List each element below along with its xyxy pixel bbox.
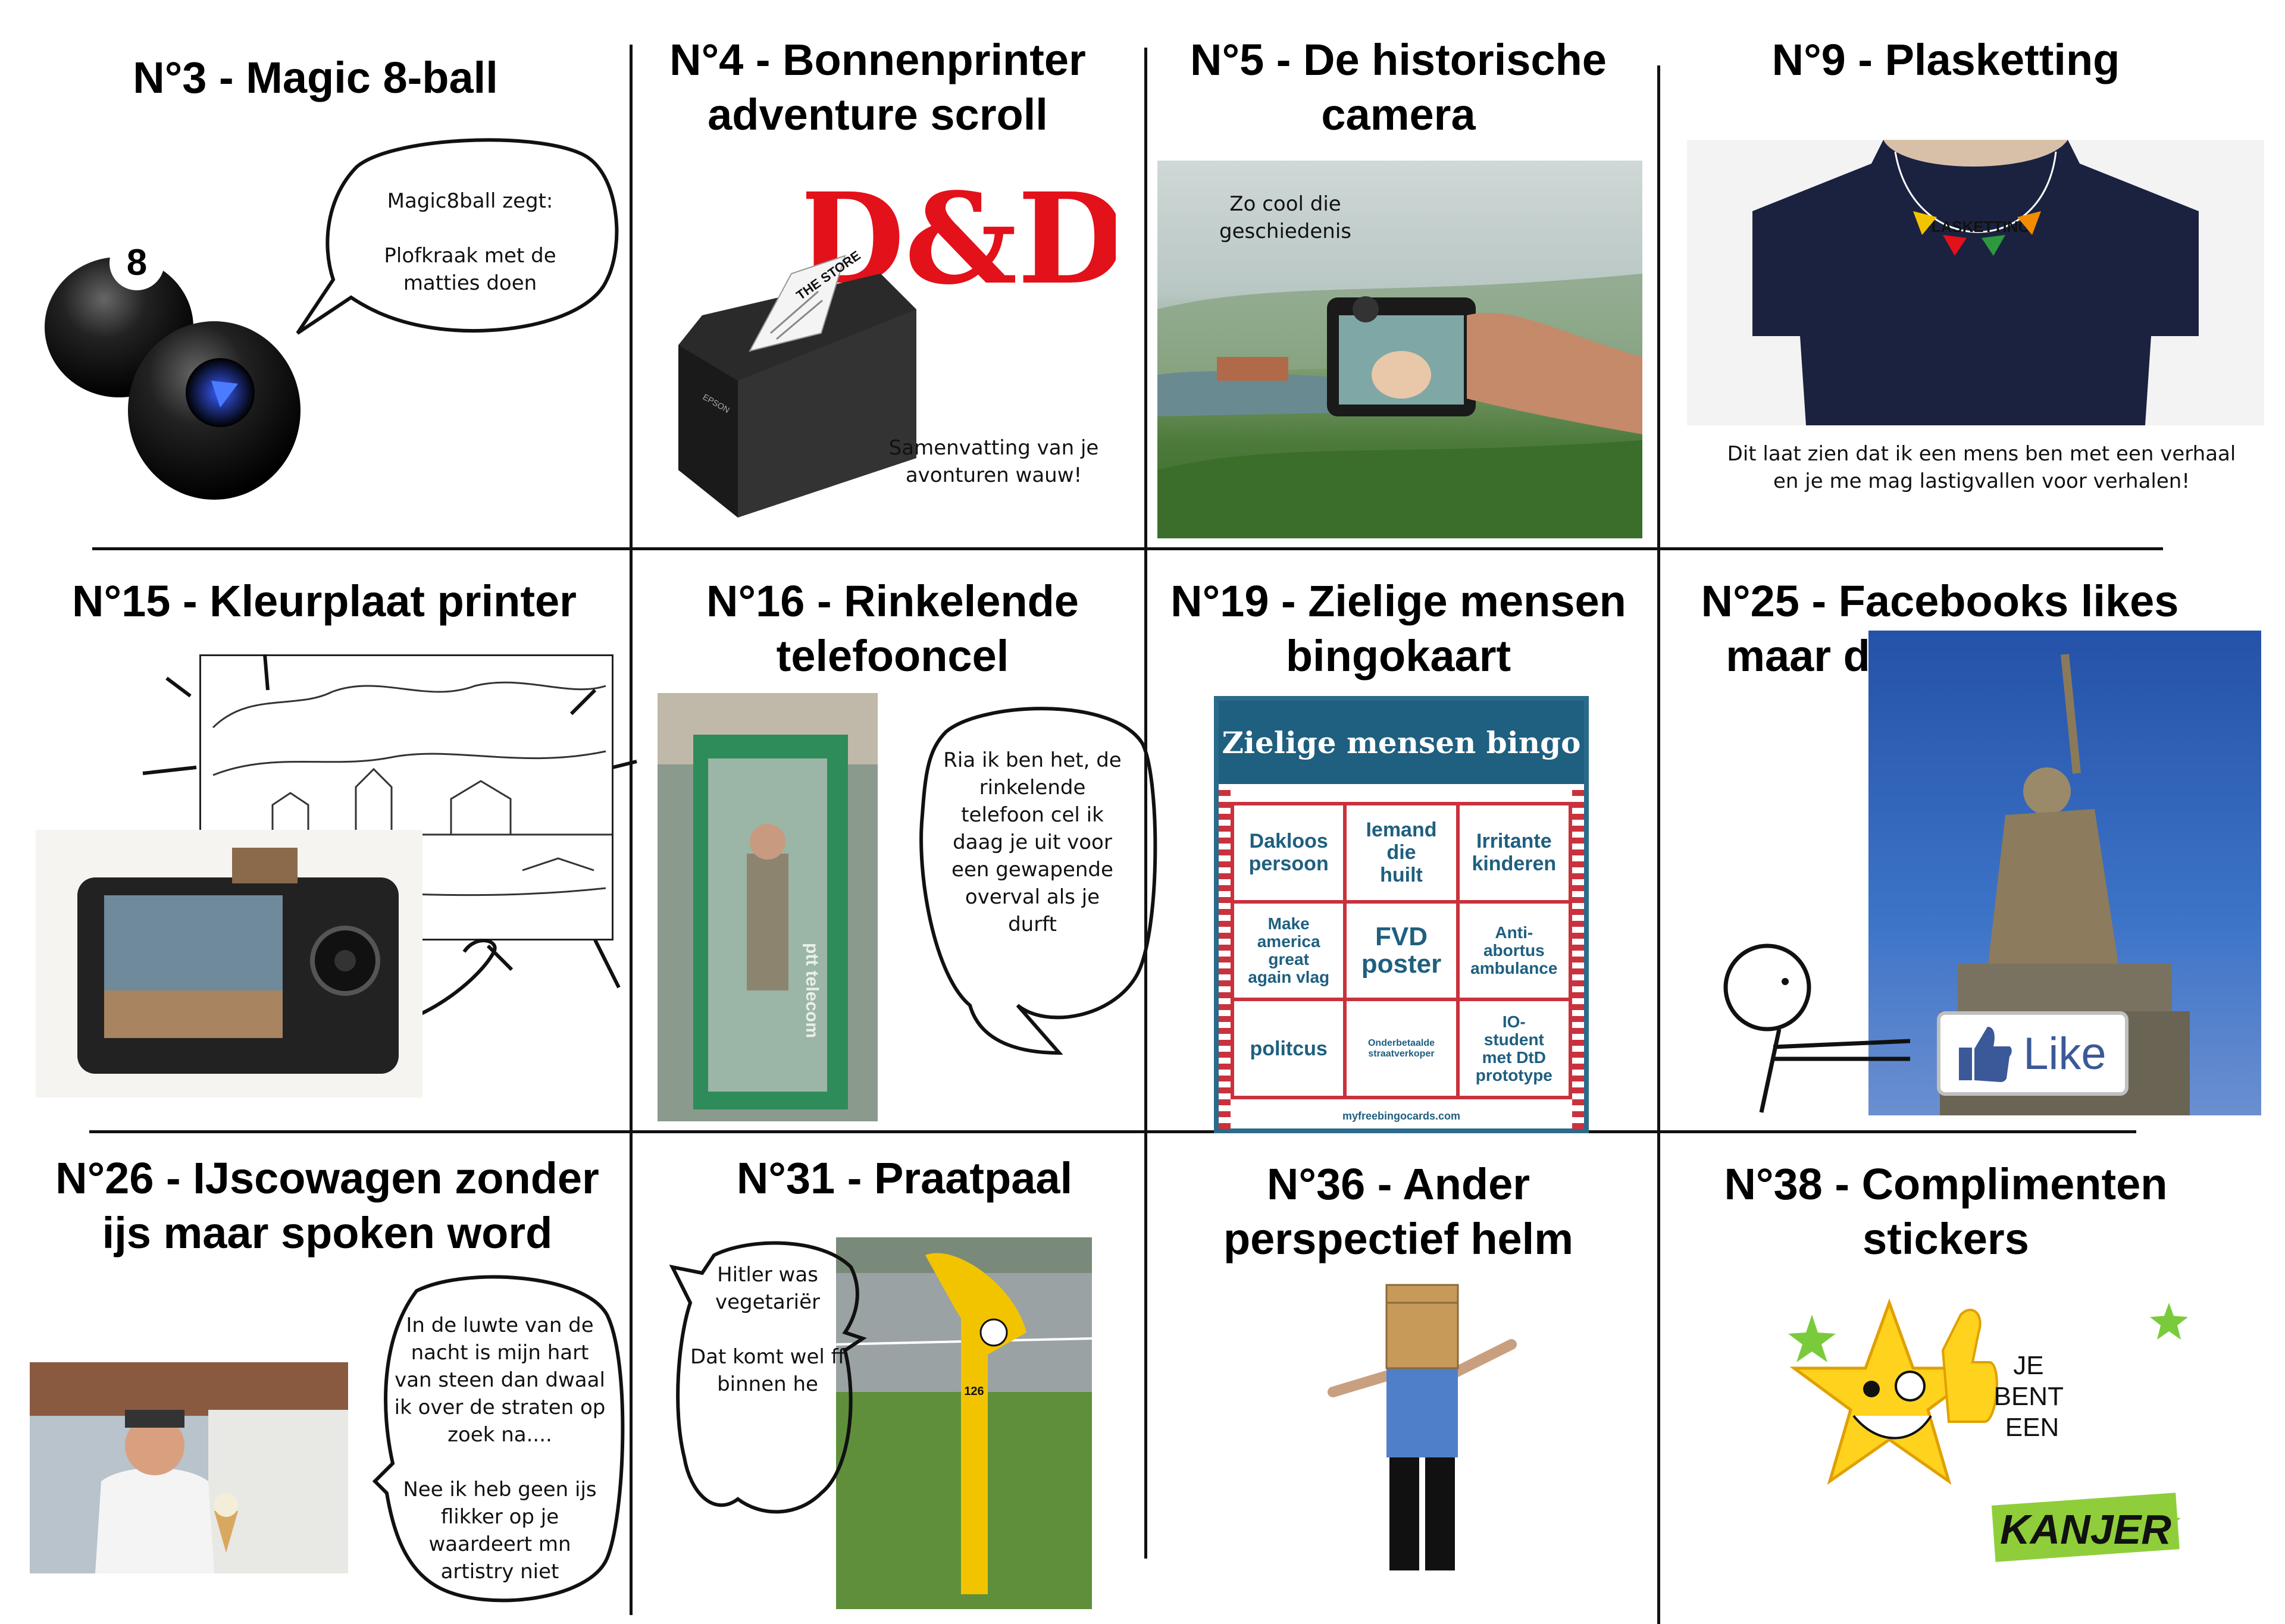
speech-bubble-praatpaal <box>669 1241 867 1514</box>
magic8-note: Magic8ball zegt: Plofkraak met de mattie… <box>384 189 556 295</box>
stick-figure <box>1723 943 1911 1113</box>
camera-back-photo <box>36 830 422 1098</box>
grid-hline-2 <box>89 1130 2136 1133</box>
box-helmet-figure <box>1297 1279 1547 1576</box>
title-n9: N°9 - Plasketting <box>1771 35 2120 84</box>
bingo-cell: Irritante kinderen <box>1459 805 1569 900</box>
sticker-banner-text: KANJER <box>2000 1506 2171 1553</box>
bingo-cell: politcus <box>1234 1001 1344 1096</box>
speech-bubble-ijscowagen <box>372 1275 625 1603</box>
title-n16: N°16 - Rinkelende telefooncel <box>706 576 1079 681</box>
thumbs-up-icon <box>1959 1027 2012 1082</box>
bingo-stripe-right <box>1572 784 1584 1129</box>
camera-note: Zo cool die geschiedenis <box>1219 192 1352 243</box>
grid-hline-1 <box>92 547 2163 550</box>
title-n15: N°15 - Kleurplaat printer <box>72 576 577 626</box>
doodle-lines-n15 <box>142 654 637 1031</box>
bingo-cell: Iemand die huilt <box>1347 805 1456 900</box>
title-n4: N°4 - Bonnenprinter adventure scroll <box>669 35 1086 139</box>
bingo-cell: Anti- abortus ambulance <box>1459 903 1569 998</box>
praatpaal-photo: 126 <box>836 1237 1092 1609</box>
title-n31: N°31 - Praatpaal <box>736 1153 1073 1203</box>
icecream-man-photo <box>30 1362 348 1573</box>
bingo-cell: IO- student met DtD prototype <box>1459 1001 1569 1096</box>
title-n38: N°38 - Complimenten stickers <box>1724 1159 2168 1264</box>
telefooncel-note: Ria ik ben het, de rinkelende telefoon c… <box>943 748 1122 936</box>
title-n36: N°36 - Ander perspectief helm <box>1223 1159 1574 1264</box>
title-n3: N°3 - Magic 8-ball <box>133 53 498 102</box>
necklace-text: PLASKETTING <box>1921 218 2030 236</box>
plasketting-note: Dit laat zien dat ik een mens ben met ee… <box>1727 442 2236 493</box>
bingo-footer: myfreebingocards.com <box>1342 1110 1461 1122</box>
bingo-stripe-left <box>1219 784 1231 1129</box>
sticker-line-1: JE <box>2013 1351 2043 1380</box>
svg-text:JE BENT EEN: JE BENT EEN <box>1994 1351 2071 1442</box>
phone-booth-text: ptt telecom <box>802 943 822 1038</box>
title-n26: N°26 - IJscowagen zonder ijs maar spoken… <box>55 1153 599 1258</box>
bingo-cell: Dakloos persoon <box>1234 805 1344 900</box>
camera-landscape-photo <box>1157 161 1642 538</box>
ijscowagen-note: In de luwte van de nacht is mijn hart va… <box>394 1313 606 1584</box>
bingo-grid: Dakloos persoon Iemand die huilt Irritan… <box>1231 802 1572 1099</box>
bingo-cell: Make america great again vlag <box>1234 903 1344 998</box>
phone-booth-photo: ptt telecom <box>658 693 878 1121</box>
speech-bubble-magic8 <box>296 138 619 335</box>
bingo-card: Zielige mensen bingo Dakloos persoon Iem… <box>1214 696 1589 1133</box>
sticker-line-2: BENT <box>1994 1382 2064 1411</box>
praatpaal-note: Hitler was vegetariër Dat komt wel ff bi… <box>690 1263 846 1396</box>
title-n5: N°5 - De historische camera <box>1190 35 1607 139</box>
grid-vline-1 <box>630 45 633 1615</box>
like-label: Like <box>2023 1028 2106 1079</box>
bingo-cell: FVD poster <box>1347 903 1456 998</box>
printer-note: Samenvatting van je avonturen wauw! <box>888 436 1099 487</box>
grid-vline-3 <box>1657 65 1660 1624</box>
grid-vline-2 <box>1144 48 1147 1559</box>
speech-bubble-telefooncel <box>919 707 1157 1055</box>
receipt-printer-image: THE STORE EPSON <box>666 244 928 523</box>
sticker-line-3: EEN <box>2005 1413 2059 1442</box>
title-n19: N°19 - Zielige mensen bingokaart <box>1170 576 1626 681</box>
kanjer-sticker: JE BENT EEN KANJER <box>1776 1279 2211 1576</box>
like-button[interactable]: Like <box>1937 1011 2129 1096</box>
bingo-title: Zielige mensen bingo <box>1219 701 1584 784</box>
bingo-cell: Onderbetaalde straatverkoper <box>1347 1001 1456 1096</box>
pole-number: 126 <box>964 1385 984 1398</box>
svg-text:8: 8 <box>127 242 147 283</box>
plasketting-shirt-photo: PLASKETTING <box>1687 140 2264 425</box>
magic8-balls-image: 8 <box>42 232 303 518</box>
